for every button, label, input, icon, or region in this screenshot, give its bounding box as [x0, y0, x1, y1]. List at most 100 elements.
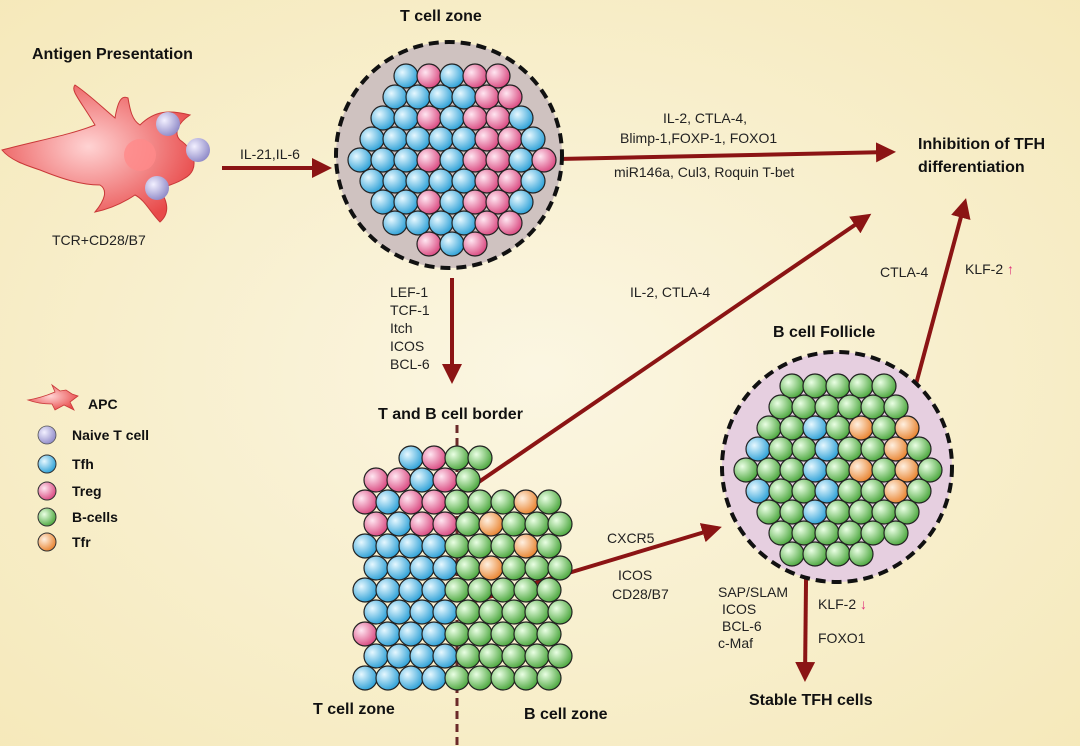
- tfh-cell: [386, 511, 412, 537]
- tfh-cell: [745, 436, 771, 462]
- b-cell: [756, 457, 782, 483]
- treg-cell: [416, 105, 442, 131]
- arrow-border-to-inhibition: [468, 213, 872, 490]
- treg-cell: [497, 168, 523, 194]
- treg-cell: [474, 210, 500, 236]
- tfh-cell: [428, 168, 454, 194]
- tfh-cell: [393, 147, 419, 173]
- tfh-cell: [405, 210, 431, 236]
- tfh-cell: [802, 499, 828, 525]
- tfh-cell: [382, 168, 408, 194]
- b-cell: [467, 621, 493, 647]
- tfh-cell: [508, 147, 534, 173]
- label-tcr: TCR+CD28/B7: [52, 232, 146, 248]
- tfh-cell: [520, 168, 546, 194]
- b-cell: [906, 478, 932, 504]
- b-cell: [814, 520, 840, 546]
- b-cell: [768, 436, 794, 462]
- b-cell: [837, 478, 863, 504]
- tfh-cell: [382, 126, 408, 152]
- b-cell: [837, 520, 863, 546]
- tfr-cell: [478, 511, 504, 537]
- b-cell: [501, 643, 527, 669]
- tfh-cell: [421, 577, 447, 603]
- tfh-cell: [421, 621, 447, 647]
- b-cell: [524, 599, 550, 625]
- tfh-cell: [405, 126, 431, 152]
- tfh-cell: [386, 599, 412, 625]
- legend-naive-label: Naive T cell: [72, 427, 150, 443]
- b-cell: [524, 643, 550, 669]
- treg-cell: [432, 467, 458, 493]
- b-cell: [791, 436, 817, 462]
- treg-cell: [497, 210, 523, 236]
- b-cell: [444, 577, 470, 603]
- tfh-cell: [405, 84, 431, 110]
- tfh-cell: [802, 415, 828, 441]
- treg-cell: [386, 467, 412, 493]
- border-cells: [352, 445, 573, 691]
- factor-bcl6: BCL-6: [390, 356, 430, 372]
- b-cell: [825, 499, 851, 525]
- tfh-cell: [398, 577, 424, 603]
- klf2-up-text: KLF-2: [965, 261, 1004, 277]
- b-cell: [917, 457, 943, 483]
- treg-cell: [485, 63, 511, 89]
- tfh-cell: [375, 533, 401, 559]
- tfh-cell: [359, 126, 385, 152]
- tfh-cell: [352, 665, 378, 691]
- b-cell: [524, 511, 550, 537]
- treg-cell: [485, 105, 511, 131]
- tfh-cell: [802, 457, 828, 483]
- b-cell: [837, 394, 863, 420]
- treg-cell: [416, 63, 442, 89]
- tfh-cell: [814, 436, 840, 462]
- treg-cell: [497, 126, 523, 152]
- tfh-cell: [745, 478, 771, 504]
- tfh-cell: [409, 643, 435, 669]
- title-stable-tfh: Stable TFH cells: [749, 692, 873, 709]
- factor-sap-slam: SAP/SLAM: [718, 584, 789, 600]
- treg-cell: [462, 147, 488, 173]
- factor-icos-2: ICOS: [722, 601, 757, 617]
- label-cd28: CD28/B7: [612, 586, 669, 602]
- tfh-cell: [363, 643, 389, 669]
- tfr-cell: [883, 436, 909, 462]
- tfh-cell: [409, 599, 435, 625]
- b-cell: [547, 511, 573, 537]
- b-cell: [490, 665, 516, 691]
- up-arrow-icon: ↑: [1007, 261, 1015, 277]
- label-ctla4: CTLA-4: [880, 264, 929, 280]
- treg-cell: [462, 189, 488, 215]
- b-cell: [791, 478, 817, 504]
- b-cell: [490, 621, 516, 647]
- treg-cell: [398, 489, 424, 515]
- label-inhib-top1: IL-2, CTLA-4,: [663, 110, 748, 126]
- treg-cell: [497, 84, 523, 110]
- b-cell: [825, 457, 851, 483]
- b-cell: [455, 555, 481, 581]
- b-cell: [779, 541, 805, 567]
- b-cell: [779, 373, 805, 399]
- tfh-cell: [451, 84, 477, 110]
- b-cell: [814, 394, 840, 420]
- tfr-cell: [513, 533, 539, 559]
- b-cell: [906, 436, 932, 462]
- b-cell: [478, 599, 504, 625]
- b-cell: [444, 621, 470, 647]
- b-cell: [779, 499, 805, 525]
- b-cell: [768, 520, 794, 546]
- label-klf2-up: KLF-2 ↑: [965, 261, 1014, 278]
- tfh-cell: [398, 445, 424, 471]
- tfh-cell: [439, 147, 465, 173]
- b-cell: [883, 394, 909, 420]
- label-inhib-bottom: miR146a, Cul3, Roquin T-bet: [614, 164, 795, 180]
- b-cell: [513, 621, 539, 647]
- treg-cell: [363, 511, 389, 537]
- label-inhib-top2: Blimp-1,FOXP-1, FOXO1: [620, 130, 778, 146]
- treg-cell: [531, 147, 557, 173]
- title-tb-border: T and B cell border: [378, 406, 523, 423]
- title-b-cell-zone: B cell zone: [524, 706, 608, 723]
- b-cell: [871, 457, 897, 483]
